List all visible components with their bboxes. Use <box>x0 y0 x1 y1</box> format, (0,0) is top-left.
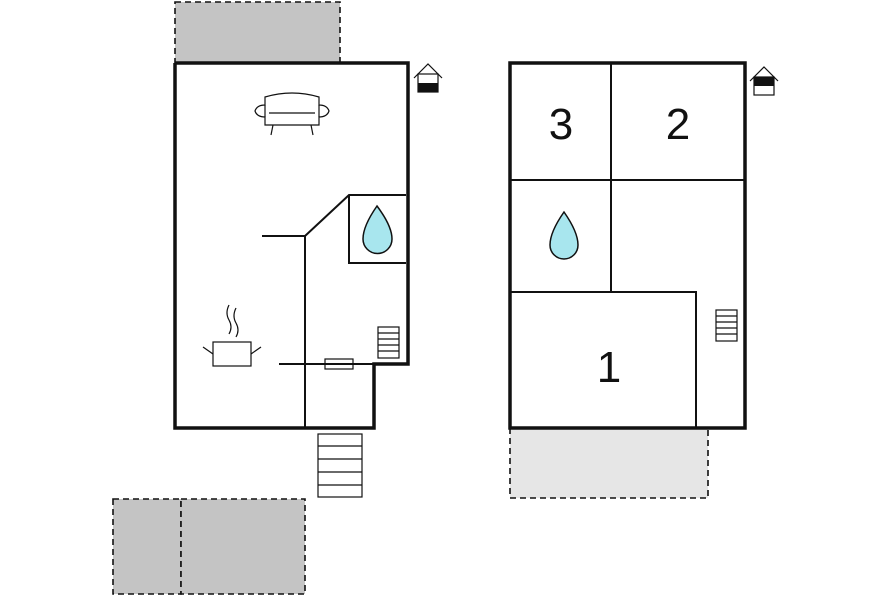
water-drop-icon <box>362 204 393 255</box>
heater <box>324 358 354 370</box>
sofa-icon <box>254 92 330 136</box>
balcony <box>509 427 709 499</box>
house-floor-icon <box>749 66 779 96</box>
terrace-top <box>174 1 341 64</box>
cooking-pot-icon <box>202 304 262 367</box>
stairs-icon <box>715 309 738 342</box>
upper-floor-outline <box>508 61 747 430</box>
water-drop-icon <box>549 210 579 260</box>
room-number-1: 1 <box>597 343 621 392</box>
wall-room-1 <box>510 291 697 428</box>
entry-steps <box>317 433 363 498</box>
bathroom-box <box>348 195 406 264</box>
terrace-bottom-right <box>180 498 306 595</box>
room-number-2: 2 <box>666 100 690 149</box>
room-number-3: 3 <box>549 100 573 149</box>
ground-floor <box>173 61 443 498</box>
wall-hall <box>262 235 306 428</box>
stairs-icon <box>377 326 400 359</box>
upper-floor: 3 2 1 <box>508 61 779 430</box>
terrace-bottom-left <box>112 498 182 595</box>
house-floor-icon <box>413 63 443 93</box>
